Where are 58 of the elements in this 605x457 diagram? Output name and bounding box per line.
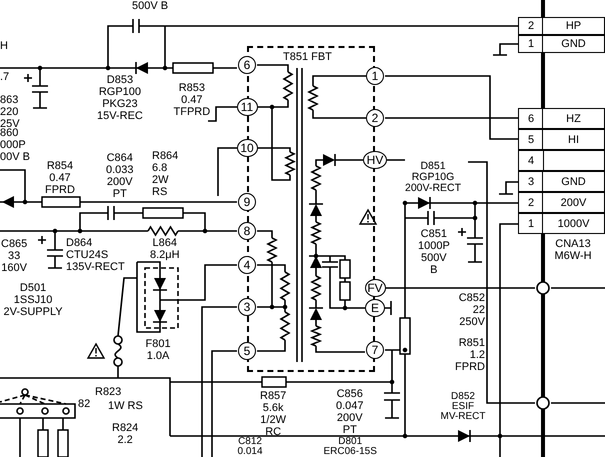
terminal-pin: 2 [366,109,384,127]
component-label: 82 [78,398,90,410]
component-label: R857 5.6k 1/2W RC [260,390,286,438]
component-label: R853 0.47 TFPRD [174,82,210,118]
component-label: C856 0.047 200V PT [336,388,364,436]
signal-name: GND [542,35,605,53]
pin-number: 1 [518,35,544,53]
signal-name: HP [542,17,605,35]
terminal-pin: 9 [238,193,256,211]
terminal-pin: 1 [366,67,384,85]
signal-name: GND [542,171,605,192]
terminal-pin: FV [364,279,386,297]
transformer-label: T851 FBT [283,51,332,63]
component-label: D851 RGP10G 200V-RECT [405,161,462,194]
component-label: C851 1000P 500V B [418,228,450,276]
component-label: 500V B [132,0,168,12]
component-label: R854 0.47 FPRD [45,160,75,196]
component-label: R824 2.2 [112,422,138,446]
component-label: R823 [95,386,122,398]
terminal-pin: 4 [238,256,256,274]
component-label: D801 ERC06-15S [324,437,377,457]
component-label: L864 8.2μH [150,237,180,261]
component-label: C812 0.014 [238,437,263,457]
component-label: D501 1SSJ10 2V-SUPPLY [4,282,63,318]
component-label: .7 [0,71,10,83]
signal-name: 1000V [542,213,605,234]
terminal-pin: 11 [236,98,258,116]
terminal-pin: 7 [366,341,384,359]
component-label: C852 22 250V [458,292,485,328]
terminal-pin: 8 [238,222,256,240]
component-label: R851 1.2 FPRD [455,337,485,373]
pin-number: 4 [518,150,544,171]
component-label: C865 33 160V [1,238,28,274]
component-label: 860 000P 00V B [0,127,31,163]
component-label: R864 6.8 2W RS [152,150,178,198]
pin-number: 3 [518,171,544,192]
pin-number: 6 [518,108,544,129]
pin-number: 1 [518,213,544,234]
pin-number: 5 [518,129,544,150]
component-label: C864 0.033 200V PT [106,152,134,200]
pin-number: 2 [518,17,544,35]
component-label: D864 CTU24S 135V-RECT [66,237,125,273]
terminal-pin: HV [363,151,387,169]
terminal-pin: 5 [238,342,256,360]
component-label: 1W RS [108,400,143,412]
signal-name: HI [542,129,605,150]
component-label: H [0,40,8,52]
pin-number: 2 [518,192,544,213]
component-label: D852 ESIF MV-RECT [440,392,486,422]
component-label: D853 RGP100 PKG23 15V-REC [97,74,143,122]
signal-name: HZ [542,108,605,129]
signal-name: 200V [542,192,605,213]
component-label: F801 1.0A [146,338,171,362]
terminal-pin: 10 [236,139,258,157]
connector-label: CNA13 M6W-H [554,238,592,262]
terminal-pin: E [365,299,385,317]
terminal-pin: 6 [238,56,256,74]
terminal-pin: 3 [238,298,256,316]
